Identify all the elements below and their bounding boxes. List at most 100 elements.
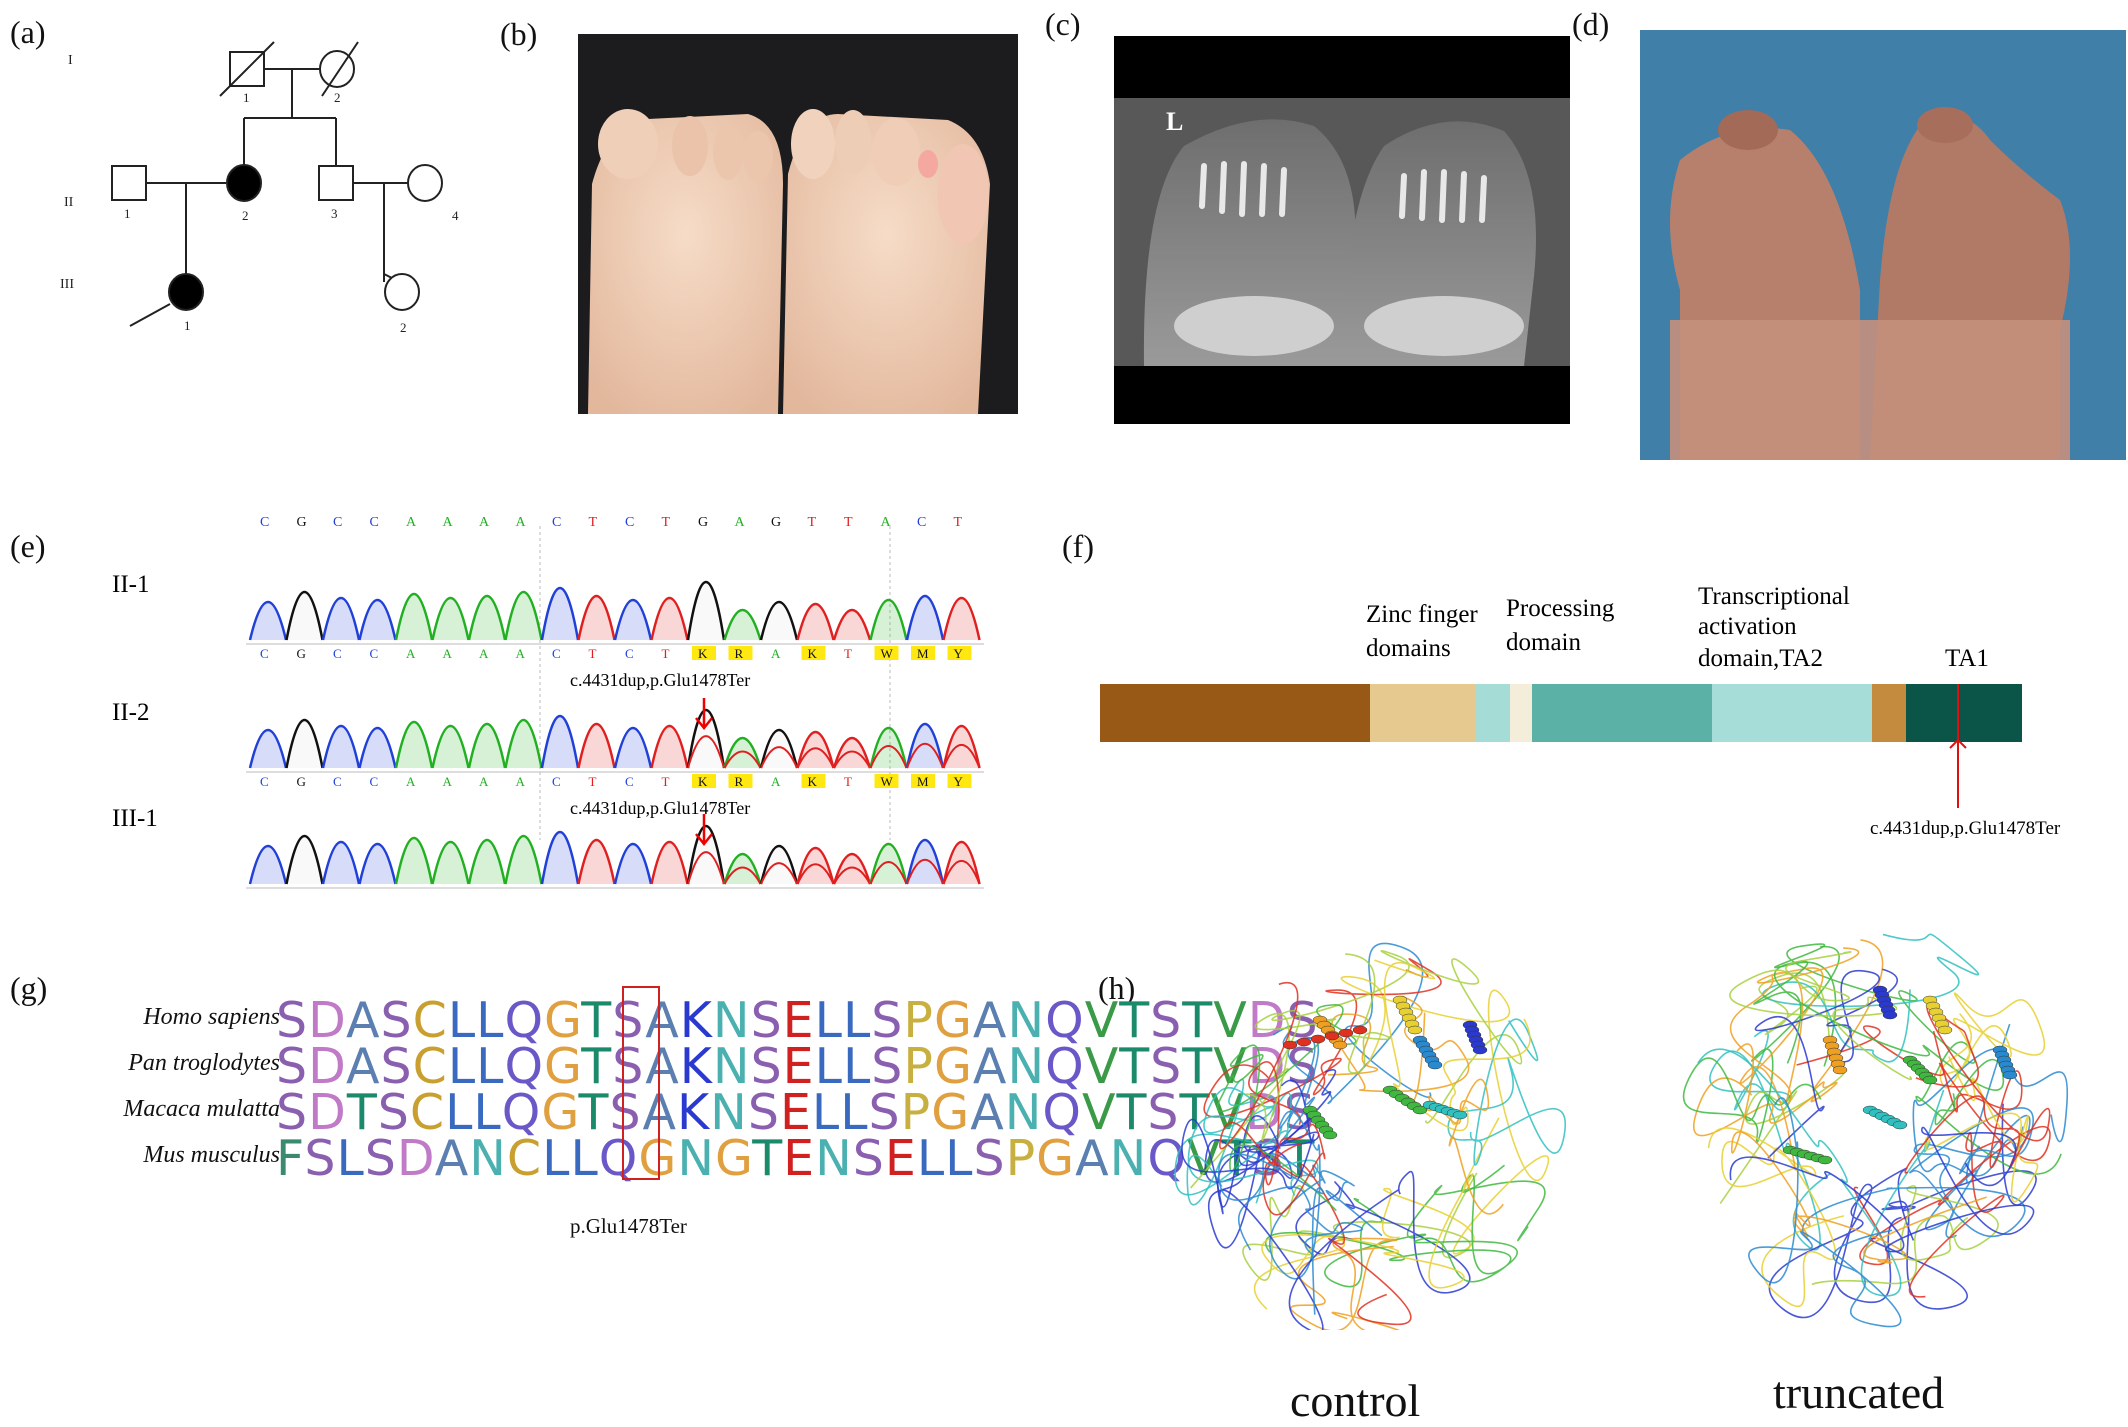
residue: P (903, 1038, 934, 1095)
secondary-peak (942, 744, 981, 769)
chromatogram-peak (942, 840, 981, 885)
residue: K (677, 1084, 711, 1141)
chromatogram-peak (905, 594, 945, 641)
ref-base: G (771, 515, 781, 530)
generation-label-iii: III (60, 277, 74, 292)
chromatogram-peak (248, 601, 288, 641)
residue: L (476, 1038, 505, 1095)
ref-base: T (844, 515, 853, 530)
residue: E (782, 1038, 815, 1095)
residue: A (1075, 1130, 1110, 1187)
residue: G (931, 1084, 971, 1141)
chromatogram-peak (540, 587, 580, 641)
chromatogram-peak (869, 842, 908, 885)
secondary-peak (906, 743, 944, 769)
backbone-coil (1219, 981, 1326, 1216)
foot-xray: L (1114, 36, 1570, 424)
protein-domain-segment (1872, 684, 1906, 742)
panel-label-e: (e) (10, 528, 46, 564)
called-base: C (260, 774, 269, 789)
residue: D (308, 992, 346, 1049)
chromatogram-peak (504, 590, 543, 641)
residue: L (814, 1038, 843, 1095)
ref-base: T (954, 515, 963, 530)
called-base: K (698, 774, 708, 789)
residue: S (380, 992, 413, 1049)
residue: A (645, 1038, 680, 1095)
backbone-coil (1753, 960, 2005, 1125)
ref-base: C (625, 515, 634, 530)
chromatogram-peak (686, 825, 726, 885)
svg-text:2: 2 (400, 320, 407, 335)
chromatogram-peak (832, 852, 872, 885)
chromatogram-peak (577, 838, 616, 885)
residue: T (1119, 1038, 1151, 1095)
chromatogram-peak (759, 729, 799, 769)
called-base: A (771, 774, 781, 789)
chromatogram-peak (248, 845, 288, 885)
protein-domain-segment (1475, 684, 1510, 742)
called-base: K (808, 646, 818, 661)
alpha-helix (1412, 1105, 1428, 1115)
backbone-coil (1811, 1185, 1999, 1286)
residue: P (900, 1084, 932, 1141)
secondary-peak (833, 750, 871, 769)
backbone-coil (1697, 1048, 1945, 1297)
species-name: Pan troglodytes (128, 1050, 280, 1076)
called-base: A (443, 646, 453, 661)
chromatogram-peak (796, 603, 835, 641)
residue: N (712, 992, 751, 1049)
called-base: T (662, 774, 670, 789)
chromatogram-peak (686, 709, 726, 769)
ref-base: A (735, 515, 746, 530)
ref-base: C (552, 515, 561, 530)
backbone-coil (1868, 1103, 2037, 1310)
backbone-coil (1217, 1152, 1363, 1315)
residue: A (434, 1130, 470, 1187)
residue: G (541, 1084, 579, 1141)
called-base: A (443, 774, 453, 789)
called-base: T (589, 646, 597, 661)
ref-base: C (333, 515, 342, 530)
backbone-coil (1281, 942, 1432, 1142)
panel-label-d: (d) (1572, 6, 1610, 42)
backbone-coil (1290, 1237, 1400, 1330)
ref-base: C (917, 515, 926, 530)
chromatogram-peak (723, 736, 762, 769)
residue: T (578, 1084, 610, 1141)
ref-base: T (808, 515, 817, 530)
called-base: G (297, 646, 306, 661)
residue: V (1081, 1084, 1117, 1141)
residue: L (336, 1130, 365, 1187)
processing-label: Processing (1506, 595, 1615, 622)
called-base: C (333, 774, 342, 789)
backbone-coil (1729, 947, 1860, 1171)
residue: V (1213, 992, 1248, 1049)
called-base: C (552, 646, 561, 661)
secondary-peak (833, 866, 871, 885)
residue: G (1036, 1130, 1076, 1187)
residue: V (1213, 1038, 1248, 1095)
chromatogram-peak (248, 729, 288, 769)
alpha-helix (1352, 1025, 1368, 1035)
chromatogram-peak (540, 715, 580, 769)
residue: T (581, 1038, 613, 1095)
child-feet-photo (578, 34, 1018, 414)
residue: S (973, 1130, 1006, 1187)
residue: P (903, 992, 934, 1049)
gen2-male-1 (111, 165, 147, 201)
protein-domain-segment (1712, 684, 1872, 742)
xray-side-marker: L (1166, 107, 1183, 136)
residue: S (304, 1130, 337, 1187)
residue: Q (504, 992, 545, 1049)
backbone-coil (1801, 1107, 2034, 1242)
alpha-helix (1892, 1120, 1908, 1130)
chromatogram-peak (869, 598, 908, 641)
gen2-female-4 (407, 164, 443, 202)
alpha-helix (1338, 1028, 1354, 1038)
residue: L (542, 1130, 571, 1187)
called-base: K (808, 774, 818, 789)
residue: T (1116, 1084, 1148, 1141)
adult-feet-photo (1640, 30, 2126, 460)
chromatogram-peak (723, 852, 762, 885)
